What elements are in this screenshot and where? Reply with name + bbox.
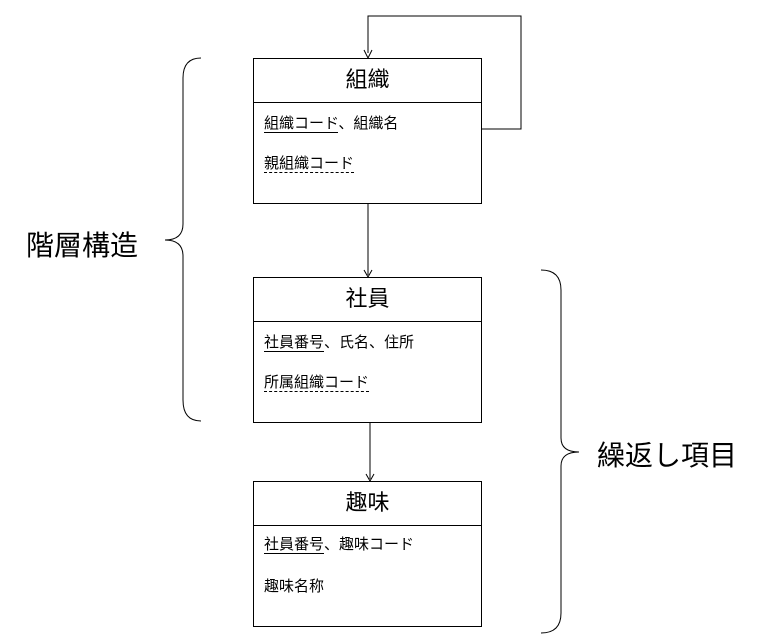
entity-organization-title: 組織 [254, 59, 481, 103]
hierarchy-label: 階層構造 [26, 229, 139, 262]
organization-primary-key: 組織コード [264, 114, 339, 133]
entity-employee-title: 社員 [254, 278, 481, 322]
entity-employee-body: 社員番号、氏名、住所 所属組織コード [254, 322, 481, 422]
entity-hobby: 趣味 社員番号、趣味コード 趣味名称 [253, 481, 482, 627]
entity-organization: 組織 組織コード、組織名 親組織コード [253, 58, 482, 204]
organization-key-attrs: 組織コード、組織名 [264, 113, 398, 133]
organization-fk-row: 親組織コード [264, 153, 355, 173]
employee-key-attrs: 社員番号、氏名、住所 [264, 332, 414, 352]
hobby-plain-attribute: 趣味名称 [264, 577, 325, 595]
organization-foreign-key: 親組織コード [264, 154, 355, 173]
entity-hobby-body: 社員番号、趣味コード 趣味名称 [254, 526, 481, 626]
entity-organization-body: 組織コード、組織名 親組織コード [254, 103, 481, 203]
hobby-attributes: 、趣味コード [324, 535, 415, 553]
self-reference-loop [367, 15, 522, 130]
repeating-brace [540, 269, 580, 634]
hobby-primary-key: 社員番号 [264, 535, 325, 554]
hobby-attribute-row: 趣味名称 [264, 576, 324, 596]
hobby-key-attrs: 社員番号、趣味コード [264, 534, 414, 554]
entity-employee: 社員 社員番号、氏名、住所 所属組織コード [253, 277, 482, 423]
employee-attributes: 、氏名、住所 [324, 333, 415, 351]
employee-fk-row: 所属組織コード [264, 372, 370, 392]
organization-attributes: 、組織名 [338, 114, 399, 132]
entity-hobby-title: 趣味 [254, 482, 481, 526]
repeating-items-label: 繰返し項目 [597, 439, 738, 472]
employee-primary-key: 社員番号 [264, 333, 325, 352]
hierarchy-brace [164, 57, 202, 422]
employee-foreign-key: 所属組織コード [264, 373, 370, 392]
